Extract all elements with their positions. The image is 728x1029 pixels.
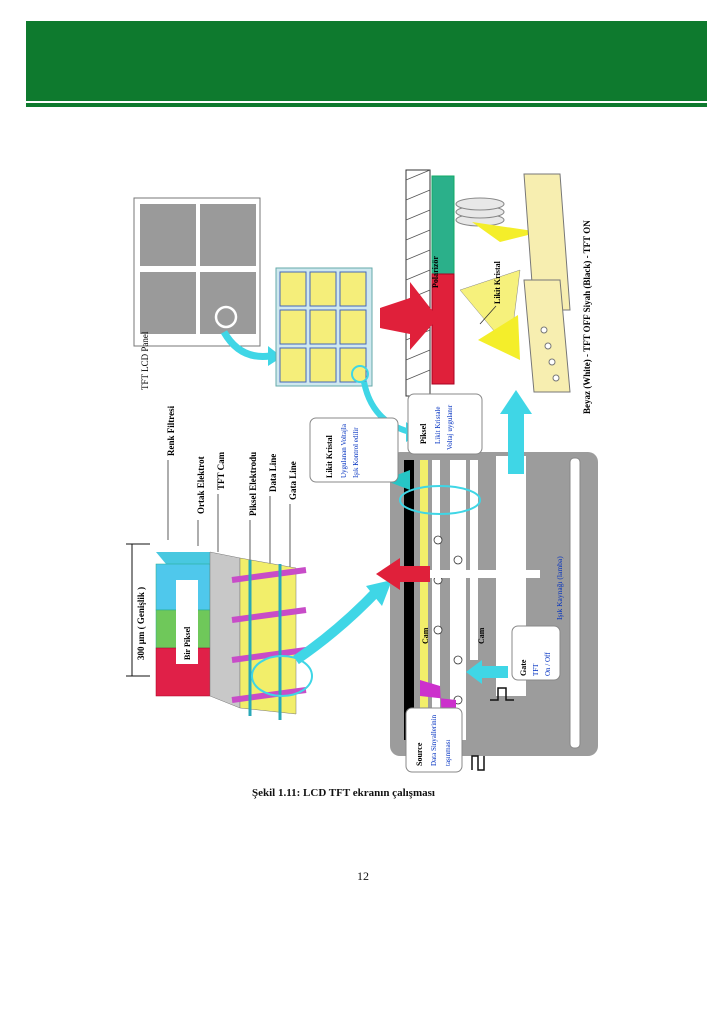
label-pixel-box-3: Voltaj uygulanır [446, 404, 454, 450]
label-glass-bottom: Cam [477, 627, 486, 644]
glass-plate-top [523, 173, 571, 311]
pixel-cell [309, 271, 337, 307]
lamp-tube [569, 457, 581, 749]
label-lc: Likit Kristal [493, 260, 502, 304]
cyan-top [156, 552, 220, 564]
label-lc-control-3: Işık Kontrol edilir [352, 427, 360, 478]
label-lc-control-1: Likit Kristal [325, 434, 334, 478]
pixel-arrow [361, 381, 411, 435]
white-layer [432, 460, 440, 740]
pixel-cell [279, 347, 307, 383]
data-lines [248, 560, 282, 720]
glass-lower [450, 460, 466, 740]
label-gate-2: TFT [532, 663, 540, 676]
callout-lc [309, 417, 399, 483]
gate-bars [231, 567, 307, 703]
figure-caption: Şekil 1.11: LCD TFT ekranın çalışması [252, 787, 435, 799]
pixel-label-box [176, 580, 198, 664]
label-gate-1: Gate [519, 659, 528, 676]
label-panel: TFT LCD Panel [140, 331, 150, 390]
page-number: 12 [357, 869, 369, 883]
label-bir-piksel: Bir Piksel [183, 626, 192, 660]
header-rule [26, 103, 707, 107]
tft-zoom-arrow-head [366, 580, 392, 606]
label-polarizer: Polarizör [431, 256, 440, 288]
source-pulse [471, 755, 485, 771]
lc-layer [420, 460, 428, 740]
tft-diagram: TFT LCD Panel Polarizör [126, 169, 598, 773]
pixel-cell [279, 309, 307, 345]
plate-dots [540, 326, 560, 382]
pixel-cell [309, 347, 337, 383]
tft-lcd-figure: TFT LCD Panel Polarizör [120, 160, 620, 780]
polarizer-plate [405, 169, 431, 397]
red-arrow-bottom [376, 558, 400, 590]
callout-source [405, 707, 463, 773]
callout-gate [511, 625, 561, 681]
zoom-arrow [220, 330, 271, 360]
light-yellow-2 [478, 315, 520, 360]
pixel-cell [309, 309, 337, 345]
header-band [26, 21, 707, 101]
lc-circle [399, 485, 481, 515]
light-yellow [472, 222, 540, 242]
cyan-up-shaft [508, 414, 524, 474]
label-width: 300 μm ( Genişlik ) [136, 587, 146, 660]
light-path [390, 570, 540, 578]
lc-pointer [479, 305, 497, 325]
label-tft-glass: TFT Cam [216, 451, 226, 490]
pixel-cell [339, 271, 367, 307]
pixel-cell [279, 271, 307, 307]
zoom-circle [214, 305, 238, 329]
label-color-filter: Renk Filtresi [166, 405, 176, 456]
red-arrow-top [380, 282, 438, 350]
red-arrow-shaft [400, 566, 430, 582]
label-data-line: Data Line [268, 454, 278, 492]
label-common-electrode: Ortak Elektrot [196, 456, 206, 514]
label-source-2: Data Sinyallerinin [430, 714, 438, 766]
label-pixel-box-2: Likit Kristale [434, 406, 442, 444]
dark-plate [404, 460, 414, 740]
label-gate-3: On / Off [544, 652, 552, 676]
gate-arrow [466, 660, 482, 684]
label-source-1: Source [415, 742, 424, 766]
stack-side [209, 551, 241, 709]
label-pixel-box-1: Piksel [419, 423, 428, 444]
label-gate-line: Gata Line [288, 461, 298, 500]
label-light-source: Işık Kaynağı (lamba) [555, 556, 564, 620]
label-white-black: Beyaz (White) - TFT OFF Siyah (Black) - … [582, 220, 592, 414]
red-filter [431, 273, 455, 385]
panel-cell [200, 204, 256, 266]
label-pixel-electrode: Piksel Elektrodu [248, 452, 258, 516]
gate-arrow-shaft [482, 666, 508, 678]
callout-pixel [407, 393, 483, 455]
zoom-arrow-head [268, 346, 282, 366]
panel-cell [140, 204, 196, 266]
cyan-up-arrow [500, 390, 532, 414]
pixel-cell [339, 309, 367, 345]
label-glass-top: Cam [421, 627, 430, 644]
gate-pulse [490, 687, 514, 701]
label-source-3: taşınması [444, 740, 452, 766]
label-lc-control-2: Uygulanan Voltajla [340, 423, 348, 478]
panel-cell [140, 272, 196, 334]
tft-zoom-arrow [293, 586, 382, 665]
panel-cell [200, 272, 256, 334]
lc-disc [455, 197, 505, 211]
separator [470, 460, 478, 660]
pixel-circle [351, 365, 369, 383]
glass-plate-bottom [523, 279, 571, 393]
tft-circle [251, 655, 313, 697]
